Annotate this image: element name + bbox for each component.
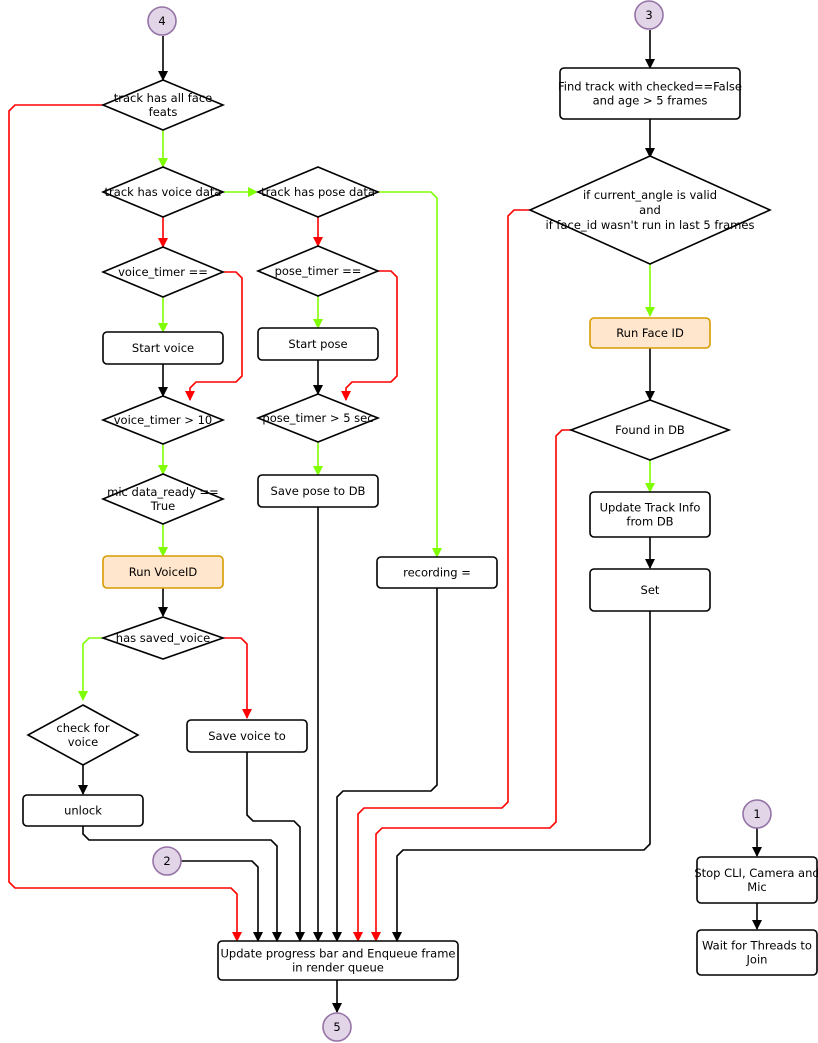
e-unlock-update xyxy=(82,826,282,942)
process-run-faceid: Run Face ID xyxy=(589,317,711,349)
recording-label: recording = xyxy=(403,566,471,580)
decision-voice-timer-eq: voice_timer == xyxy=(100,246,226,298)
track-face-feats-label: feats xyxy=(149,105,178,119)
angle-valid-label: if face_id wasn't run in last 5 frames xyxy=(546,218,755,232)
connector-5: 5 xyxy=(322,1012,352,1042)
process-set: Set xyxy=(589,568,711,612)
e-c2-update xyxy=(181,860,263,942)
process-recording: recording = xyxy=(376,556,498,589)
start-voice-label: Start voice xyxy=(132,341,194,355)
decision-voice-timer-gt: voice_timer > 10 xyxy=(100,395,226,445)
check-voice-label: voice xyxy=(68,735,98,749)
wait-threads-label: Join xyxy=(746,953,768,967)
update-track-label: from DB xyxy=(626,515,673,529)
track-pose-data-label: track has pose data xyxy=(261,185,375,199)
connector-c4-label: 4 xyxy=(158,14,165,28)
pose-timer-gt-label: pose_timer > 5 sec xyxy=(262,411,373,425)
e-hassaved-check xyxy=(78,637,103,701)
e-ptimer-gt-false xyxy=(341,270,398,401)
connector-c5-label: 5 xyxy=(333,1020,340,1034)
decision-found-db: Found in DB xyxy=(568,399,732,461)
e-recording-update xyxy=(332,588,438,942)
save-voice-label: Save voice to xyxy=(208,729,286,743)
process-run-voiceid: Run VoiceID xyxy=(102,555,224,589)
connector-c1-label: 1 xyxy=(753,807,760,821)
decision-mic-ready: mic data_ready ==True xyxy=(100,473,226,525)
decision-pose-timer-gt: pose_timer > 5 sec xyxy=(255,393,381,443)
wait-threads-label: Wait for Threads to xyxy=(702,939,812,953)
set-label: Set xyxy=(641,583,660,597)
e-vtimer-gt-false xyxy=(185,271,243,401)
decision-track-pose-data: track has pose data xyxy=(255,166,381,218)
stop-cli-label: Stop CLI, Camera and xyxy=(694,866,818,880)
e-face-update-false xyxy=(8,104,242,942)
decision-has-saved-voice: has saved_voice xyxy=(100,616,226,660)
pose-timer-eq-label: pose_timer == xyxy=(275,264,362,278)
process-save-pose: Save pose to DB xyxy=(257,474,379,508)
find-track-label: Find track with checked==False xyxy=(558,80,742,94)
process-save-voice: Save voice to xyxy=(186,719,308,753)
e-pose-recording xyxy=(378,191,442,558)
track-face-feats-label: track has all face xyxy=(114,91,213,105)
angle-valid-label: and xyxy=(639,203,661,217)
process-unlock: unlock xyxy=(22,794,144,827)
process-start-pose: Start pose xyxy=(257,327,379,361)
decision-pose-timer-eq: pose_timer == xyxy=(255,245,381,297)
voice-timer-eq-label: voice_timer == xyxy=(118,265,208,279)
found-db-label: Found in DB xyxy=(615,423,685,437)
save-pose-label: Save pose to DB xyxy=(271,484,366,498)
unlock-label: unlock xyxy=(64,804,102,818)
connector-1: 1 xyxy=(742,799,772,829)
check-voice-label: check for xyxy=(56,721,109,735)
update-track-label: Update Track Info xyxy=(600,501,701,515)
voice-timer-gt-label: voice_timer > 10 xyxy=(114,413,212,427)
find-track-label: and age > 5 frames xyxy=(593,94,708,108)
mic-ready-label: mic data_ready == xyxy=(107,485,219,499)
run-faceid-label: Run Face ID xyxy=(616,326,684,340)
start-pose-label: Start pose xyxy=(288,337,347,351)
has-saved-voice-label: has saved_voice xyxy=(116,631,210,645)
connector-3: 3 xyxy=(634,0,664,30)
process-start-voice: Start voice xyxy=(102,331,224,365)
track-voice-data-label: track has voice data xyxy=(105,185,222,199)
e-angle-update-false xyxy=(353,209,531,942)
e-set-update xyxy=(392,611,651,942)
e-hassaved-save xyxy=(223,637,252,719)
connector-4: 4 xyxy=(147,6,177,36)
e-found-update-false xyxy=(371,429,572,942)
angle-valid-label: if current_angle is valid xyxy=(583,188,717,202)
update-progress-label: Update progress bar and Enqueue frame xyxy=(221,947,456,961)
stop-cli-label: Mic xyxy=(747,880,766,894)
connector-c2-label: 2 xyxy=(163,854,170,868)
e-save-update xyxy=(246,752,305,942)
update-progress-label: in render queue xyxy=(292,961,384,975)
decision-track-voice-data: track has voice data xyxy=(100,166,226,218)
connector-2: 2 xyxy=(152,846,182,876)
run-voiceid-label: Run VoiceID xyxy=(129,565,198,579)
process-update-progress: Update progress bar and Enqueue framein … xyxy=(217,940,459,981)
mic-ready-label: True xyxy=(150,499,175,513)
connector-c3-label: 3 xyxy=(645,8,652,22)
